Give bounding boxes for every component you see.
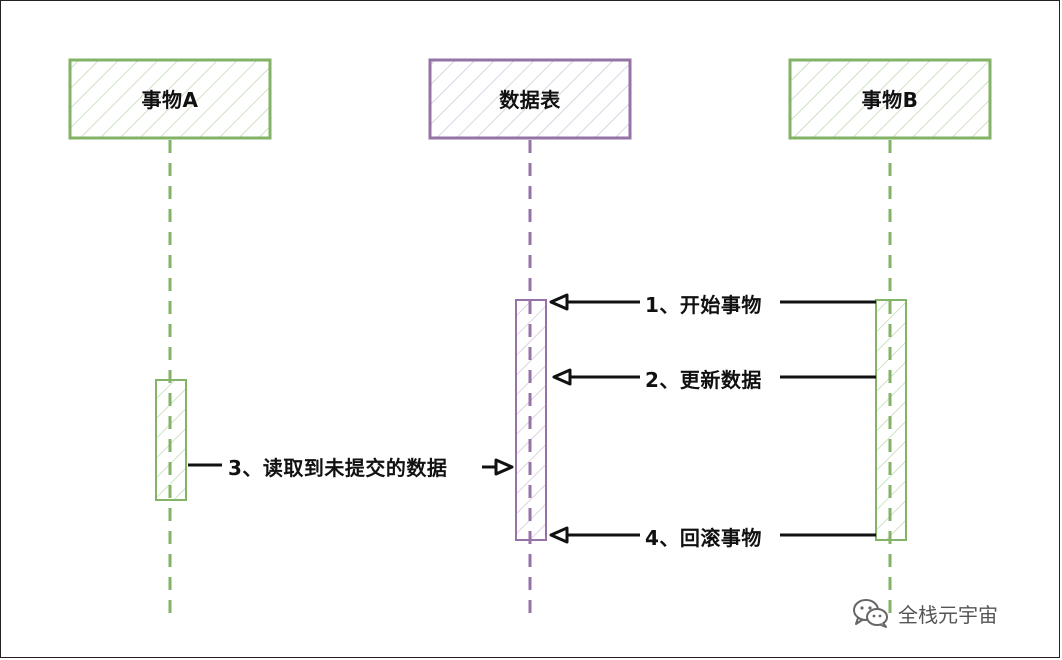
participant-label-b: 事物B [861,88,919,112]
participant-box-table [428,58,632,140]
activation-b [875,299,907,541]
message-label-1: 1、开始事物 [645,293,762,317]
message-label-2: 2、更新数据 [645,368,762,392]
watermark: 全栈元宇宙 [852,598,998,628]
participant-label-a: 事物A [141,88,199,112]
participant-box-a [68,58,272,140]
participant-box-b [788,58,992,140]
message-arrow-1 [549,293,876,311]
watermark-text: 全栈元宇宙 [898,602,998,627]
message-arrow-4 [549,526,876,544]
activation-a [155,379,187,501]
message-arrow-2 [552,368,876,386]
message-arrow-3 [188,458,514,476]
wechat-icon [853,599,888,628]
activation-table [515,299,547,541]
participant-label-table: 数据表 [499,88,561,112]
message-label-3: 3、读取到未提交的数据 [228,456,448,480]
message-label-4: 4、回滚事物 [645,526,762,550]
